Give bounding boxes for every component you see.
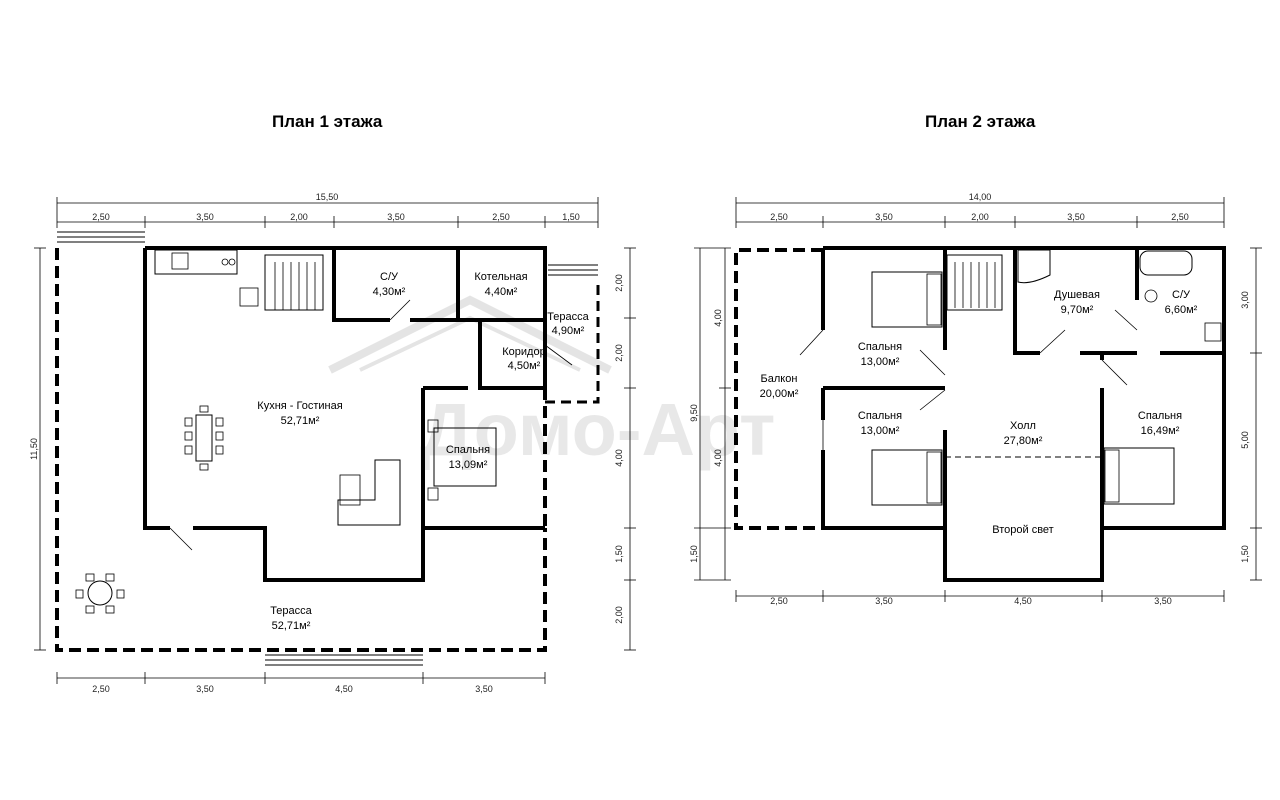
f1-dim-top: 2,50 xyxy=(92,212,110,222)
f2-hall-name: Холл xyxy=(1010,420,1036,432)
f1-bedroom-area: 13,09м² xyxy=(449,459,488,471)
f2-bedroom2-name: Спальня xyxy=(858,410,902,422)
f1-su-name: С/У xyxy=(380,271,399,283)
f2-dim-left-outer: 1,50 xyxy=(689,545,699,563)
f1-dim-bottom: 3,50 xyxy=(196,684,214,694)
floor1-plan xyxy=(34,197,636,684)
f2-dim-bottom: 3,50 xyxy=(875,596,893,606)
f1-dim-left: 11,50 xyxy=(29,438,39,460)
floor1-title: План 1 этажа xyxy=(272,112,383,131)
f2-dim-top: 3,50 xyxy=(875,212,893,222)
f2-dim-top: 3,50 xyxy=(1067,212,1085,222)
f1-dim-top: 2,50 xyxy=(492,212,510,222)
f2-balcony-area: 20,00м² xyxy=(760,388,799,400)
f1-terrace-area: 52,71м² xyxy=(272,620,311,632)
f2-dim-total: 14,00 xyxy=(969,192,992,202)
f2-dim-top: 2,50 xyxy=(770,212,788,222)
f2-dim-bottom: 4,50 xyxy=(1014,596,1032,606)
f1-terrace-small-name: Терасса xyxy=(547,311,589,323)
f1-dim-top: 2,00 xyxy=(290,212,308,222)
f2-dim-bottom: 2,50 xyxy=(770,596,788,606)
floor2-plan xyxy=(694,197,1262,602)
f1-dim-right: 2,00 xyxy=(614,274,624,292)
f1-corridor-area: 4,50м² xyxy=(508,360,541,372)
floor2-title: План 2 этажа xyxy=(925,112,1036,131)
f2-balcony-name: Балкон xyxy=(761,373,798,385)
f1-kitchen-name: Кухня - Гостиная xyxy=(257,400,342,412)
f1-dim-total: 15,50 xyxy=(316,192,339,202)
f1-dim-right: 2,00 xyxy=(614,344,624,362)
f2-dim-left-outer: 9,50 xyxy=(689,404,699,422)
f1-terrace-name: Терасса xyxy=(270,605,312,617)
f2-shower-name: Душевая xyxy=(1054,289,1100,301)
f1-su-area: 4,30м² xyxy=(373,286,406,298)
f1-boiler-area: 4,40м² xyxy=(485,286,518,298)
f2-bedroom2-area: 13,00м² xyxy=(861,425,900,437)
f2-dim-left-inner: 4,00 xyxy=(713,449,723,467)
f2-su-area: 6,60м² xyxy=(1165,304,1198,316)
f2-dim-top: 2,50 xyxy=(1171,212,1189,222)
f1-dim-top: 3,50 xyxy=(196,212,214,222)
f1-terrace-small-area: 4,90м² xyxy=(552,325,585,337)
f1-corridor-name: Коридор xyxy=(502,346,545,358)
f2-dim-bottom: 3,50 xyxy=(1154,596,1172,606)
f2-second-light: Второй свет xyxy=(992,524,1053,536)
f2-bedroom1-name: Спальня xyxy=(858,341,902,353)
f1-dim-bottom: 3,50 xyxy=(475,684,493,694)
floor1-dimensions: 15,50 2,50 3,50 2,00 3,50 2,50 1,50 2,50… xyxy=(29,192,624,694)
f2-bedroom1-area: 13,00м² xyxy=(861,356,900,368)
f1-dim-right: 1,50 xyxy=(614,545,624,563)
floor1-room-labels: С/У 4,30м² Котельная 4,40м² Терасса 4,90… xyxy=(257,271,589,632)
f2-dim-right: 5,00 xyxy=(1240,431,1250,449)
f2-hall-area: 27,80м² xyxy=(1004,435,1043,447)
f1-dim-right: 2,00 xyxy=(614,606,624,624)
floor2-dimensions: 14,00 2,50 3,50 2,00 3,50 2,50 2,50 3,50… xyxy=(689,192,1250,606)
f2-dim-top: 2,00 xyxy=(971,212,989,222)
f2-bedroom3-name: Спальня xyxy=(1138,410,1182,422)
f1-bedroom-name: Спальня xyxy=(446,444,490,456)
f2-dim-left-inner: 4,00 xyxy=(713,309,723,327)
floor2-room-labels: Душевая 9,70м² С/У 6,60м² Спальня 13,00м… xyxy=(760,289,1198,536)
f1-kitchen-area: 52,71м² xyxy=(281,415,320,427)
f2-dim-right: 3,00 xyxy=(1240,291,1250,309)
f2-bedroom3-area: 16,49м² xyxy=(1141,425,1180,437)
f1-dim-bottom: 4,50 xyxy=(335,684,353,694)
f2-shower-area: 9,70м² xyxy=(1061,304,1094,316)
f2-su-name: С/У xyxy=(1172,289,1191,301)
f1-dim-top: 1,50 xyxy=(562,212,580,222)
f1-dim-bottom: 2,50 xyxy=(92,684,110,694)
f2-dim-right: 1,50 xyxy=(1240,545,1250,563)
f1-dim-top: 3,50 xyxy=(387,212,405,222)
f1-boiler-name: Котельная xyxy=(474,271,527,283)
f1-dim-right: 4,00 xyxy=(614,449,624,467)
